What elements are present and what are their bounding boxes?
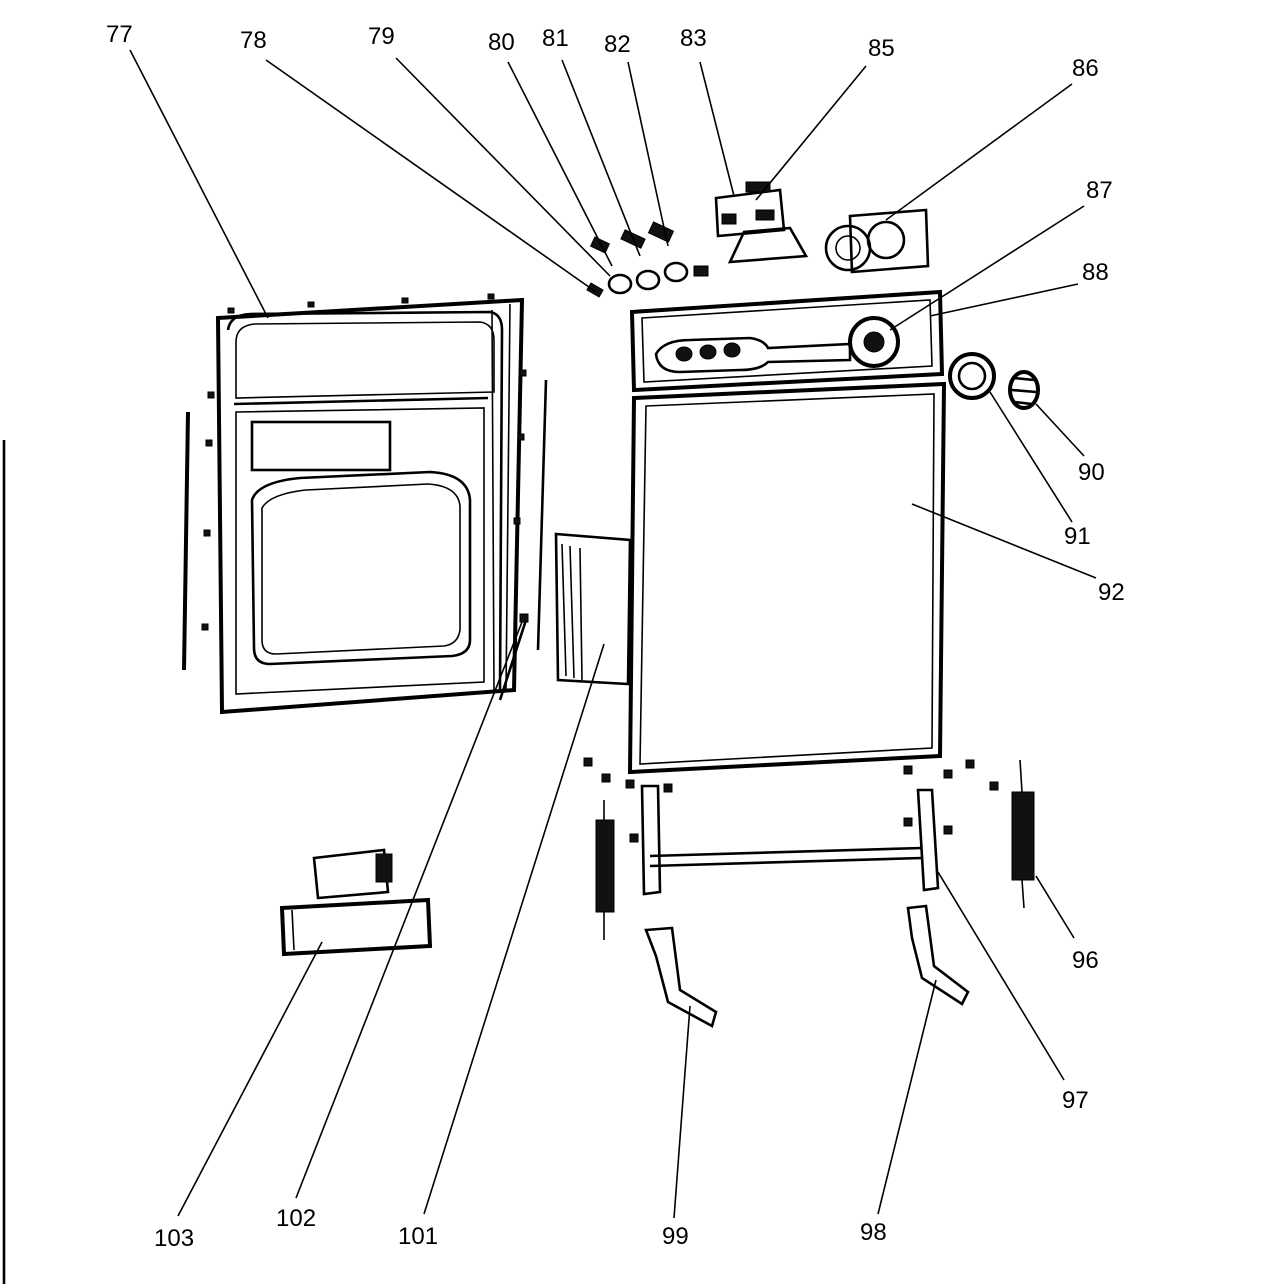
hinge-assembly [583,757,1035,1028]
label-90: 90 [1078,459,1105,486]
inner-door-and-control-panel [627,289,947,775]
label-77: 77 [106,21,133,48]
label-88: 88 [1082,259,1109,286]
label-98: 98 [860,1219,887,1246]
label-102: 102 [276,1205,316,1232]
label-83: 83 [680,25,707,52]
outer-door-panel [182,293,548,715]
label-85: 85 [868,35,895,62]
label-87: 87 [1086,177,1113,204]
label-101: 101 [398,1223,438,1250]
label-82: 82 [604,31,631,58]
control-module [279,848,433,957]
label-80: 80 [488,29,515,56]
label-99: 99 [662,1223,689,1250]
label-96: 96 [1072,947,1099,974]
knob-and-ring [948,352,1040,410]
label-103: 103 [154,1225,194,1252]
label-91: 91 [1064,523,1091,550]
label-79: 79 [368,23,395,50]
label-78: 78 [240,27,267,54]
part-labels: 77 78 79 80 81 82 83 85 86 87 88 90 91 9… [106,21,1125,1252]
small-knobs-and-clips [586,221,709,298]
label-97: 97 [1062,1087,1089,1114]
insulation-block [554,532,632,686]
label-86: 86 [1072,55,1099,82]
motor-assembly [824,208,930,274]
leader-lines [129,49,1097,1219]
label-92: 92 [1098,579,1125,606]
switch-block [714,181,809,264]
label-81: 81 [542,25,569,52]
